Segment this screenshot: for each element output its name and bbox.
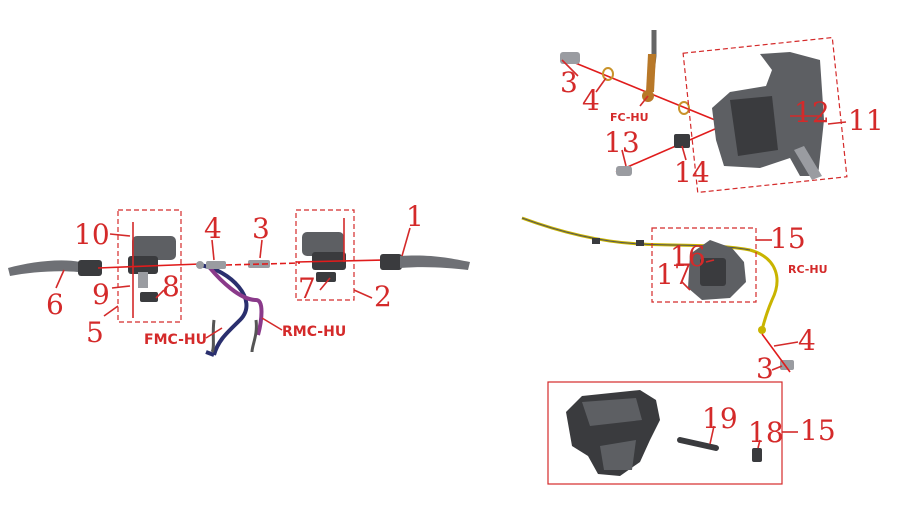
bolt-3-top: [560, 52, 580, 64]
callout-18: 18: [748, 416, 784, 449]
hose-fitting-left: [206, 261, 226, 269]
washer-4-top-a: [602, 67, 614, 81]
pin-19: [677, 437, 719, 451]
callout-15-box: 15: [800, 414, 836, 447]
right-master-cylinder-box: [295, 209, 355, 301]
left-master-cylinder-body: [128, 256, 158, 274]
caliper-detail-panel: [547, 381, 783, 485]
callout-16: 16: [670, 240, 706, 273]
callout-7: 7: [298, 272, 316, 305]
callout-9: 9: [92, 278, 110, 311]
callout-11: 11: [848, 104, 884, 137]
left-brake-lever: [8, 260, 98, 276]
front-caliper-assembly: [560, 30, 848, 194]
label-rmc-hu: RMC-HU: [282, 324, 346, 340]
handlebar-assembly: [8, 209, 470, 357]
handlebar-callouts: 1 2 3 4 5 6 7 8 9 10 FMC-HU RMC-HU: [46, 200, 424, 349]
left-master-cylinder-reservoir: [132, 236, 176, 260]
callout-12: 12: [794, 96, 830, 129]
callout-3: 3: [252, 212, 270, 245]
callout-17: 17: [656, 258, 692, 291]
rear-caliper-box: [651, 227, 757, 303]
callout-19: 19: [702, 402, 738, 435]
caliper-detail-box: [547, 381, 783, 485]
rear-brake-hose: [208, 266, 264, 336]
bolt-13: [616, 166, 632, 176]
front-hose-fitting: [646, 54, 656, 92]
front-brake-hose: [199, 263, 249, 356]
callout-3-rear: 3: [756, 352, 774, 385]
callout-4: 4: [204, 212, 222, 245]
right-master-cylinder-reservoir: [302, 232, 344, 256]
label-rc-hu: RC-HU: [788, 263, 828, 276]
left-switch-part: [140, 292, 158, 302]
callout-1: 1: [406, 200, 424, 233]
callout-4-rear: 4: [798, 324, 816, 357]
callout-8: 8: [162, 270, 180, 303]
callout-2: 2: [374, 280, 392, 313]
rear-caliper-leaders: [681, 239, 799, 371]
label-fc-hu: FC-HU: [610, 111, 649, 124]
callout-5: 5: [86, 316, 104, 349]
left-lever-pivot: [78, 260, 102, 276]
rear-caliper-assembly: [521, 216, 794, 373]
label-fmc-hu: FMC-HU: [144, 332, 207, 348]
callout-13: 13: [604, 126, 640, 159]
caliper-detail-callouts: 19 18 15: [702, 402, 836, 449]
callout-6: 6: [46, 288, 64, 321]
right-switch-part: [316, 272, 336, 282]
hose-stub-right: [250, 319, 258, 353]
callout-10: 10: [74, 218, 110, 251]
bleeder-14: [674, 134, 690, 148]
rear-caliper-callouts: 15 16 17 RC-HU 4 3: [656, 222, 828, 385]
handlebar-leaders: [55, 227, 411, 339]
front-caliper-box: [682, 36, 848, 194]
front-caliper-callouts: 3 4 FC-HU 11 12 13 14: [560, 66, 884, 189]
right-lever-pivot: [380, 254, 402, 270]
banjo-bolt-mid: [248, 260, 270, 268]
hose-stub-left: [210, 319, 216, 353]
callout-14: 14: [674, 156, 710, 189]
right-brake-lever: [400, 255, 470, 270]
callout-4-top: 4: [582, 84, 600, 117]
caliper-detail-leaders: [709, 425, 798, 449]
front-caliper-leaders: [561, 59, 847, 167]
plug-18: [752, 448, 762, 462]
callout-3-top: 3: [560, 66, 578, 99]
left-master-cylinder-clamp: [138, 272, 148, 288]
callout-15: 15: [770, 222, 806, 255]
